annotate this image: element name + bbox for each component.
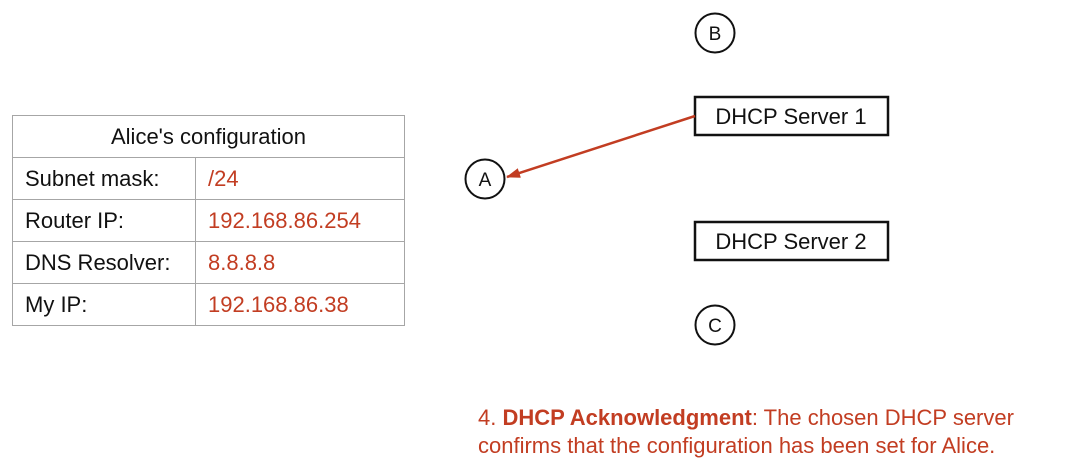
config-key: Subnet mask:	[12, 157, 196, 200]
config-row-subnet: Subnet mask: /24	[12, 157, 405, 200]
caption-title: DHCP Acknowledgment	[502, 405, 752, 430]
caption-text: : The chosen DHCP server confirms that t…	[478, 405, 1014, 458]
node-b: B	[694, 12, 736, 54]
node-a-label: A	[479, 170, 492, 191]
config-value: /24	[195, 157, 405, 200]
dhcp-server-2: DHCP Server 2	[693, 220, 890, 262]
node-b-label: B	[709, 24, 722, 45]
node-a: A	[464, 158, 506, 200]
alice-config-table: Alice's configuration Subnet mask: /24 R…	[12, 115, 405, 326]
config-key: My IP:	[12, 283, 196, 326]
config-key: DNS Resolver:	[12, 241, 196, 284]
caption-step: 4.	[478, 405, 497, 430]
dhcp-server-2-label: DHCP Server 2	[715, 229, 866, 254]
node-c-label: C	[708, 316, 722, 337]
node-c: C	[694, 304, 736, 346]
config-row-myip: My IP: 192.168.86.38	[12, 283, 405, 326]
config-title: Alice's configuration	[12, 115, 405, 158]
dhcp-server-1: DHCP Server 1	[693, 95, 890, 137]
dhcp-server-1-label: DHCP Server 1	[715, 104, 866, 129]
config-title-row: Alice's configuration	[12, 115, 405, 158]
ack-arrow	[506, 114, 696, 179]
config-value: 192.168.86.38	[195, 283, 405, 326]
step-caption: 4. DHCP Acknowledgment: The chosen DHCP …	[478, 404, 1063, 460]
